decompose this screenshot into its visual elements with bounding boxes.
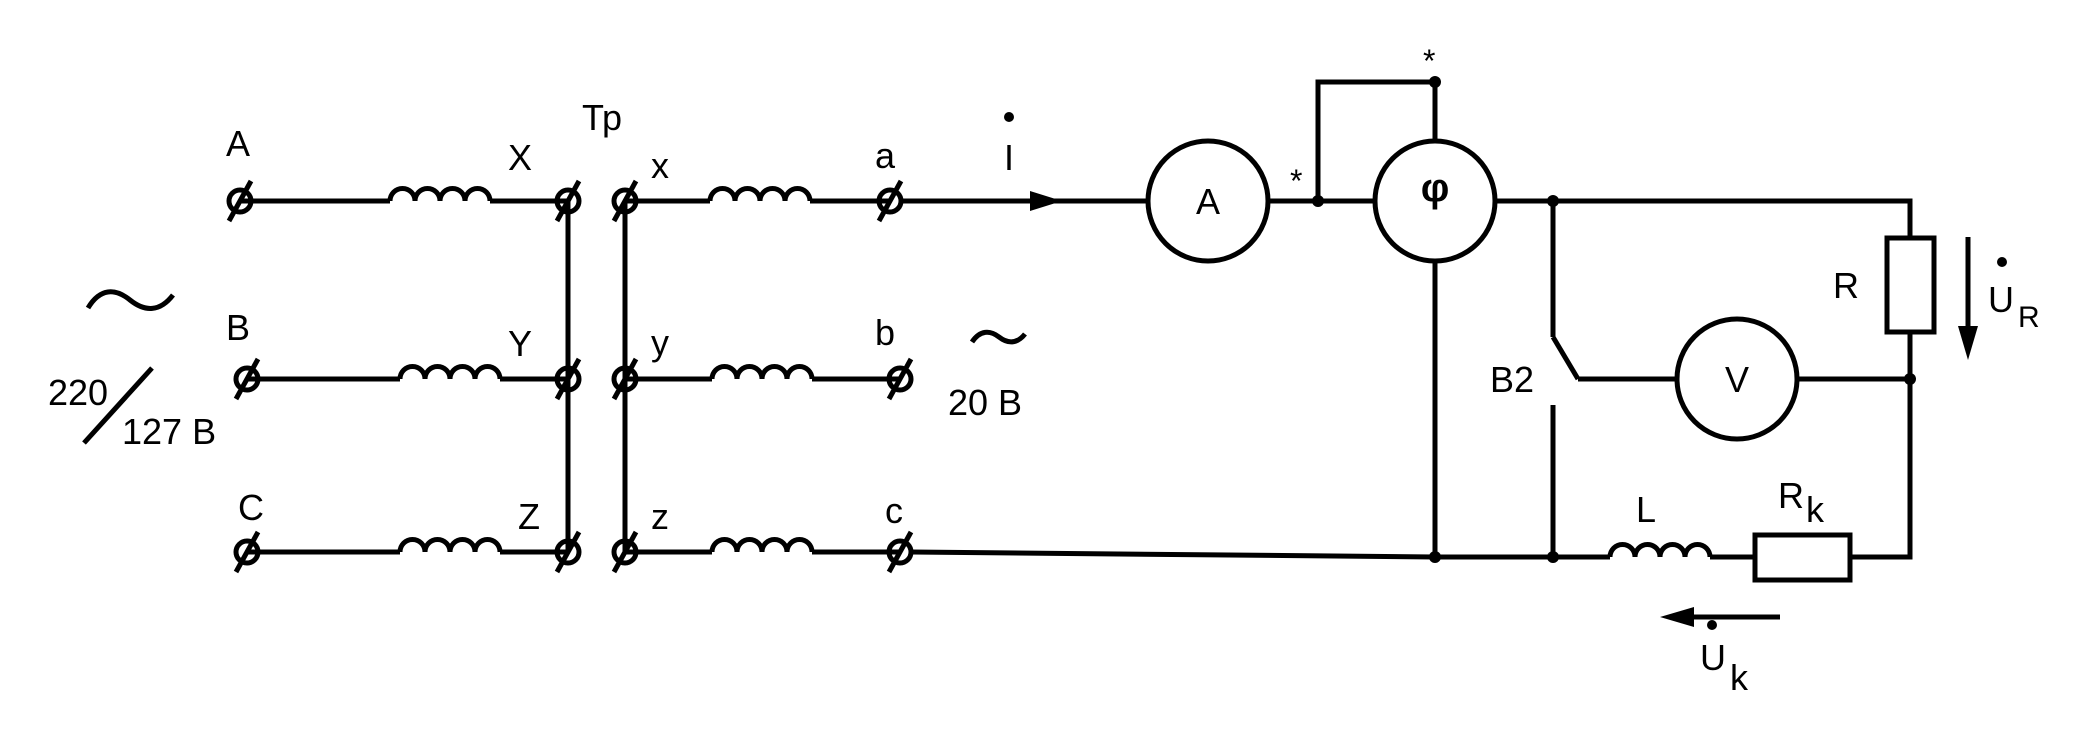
- label-C: C: [238, 487, 264, 528]
- rk-label-main: R: [1778, 475, 1804, 516]
- label-x: x: [651, 145, 669, 186]
- label-b: b: [875, 312, 895, 353]
- uk-phasor-dot: [1707, 620, 1717, 630]
- uk-label-main: U: [1700, 637, 1726, 678]
- terminal-z: [611, 530, 639, 574]
- label-z: z: [651, 496, 669, 537]
- label-Z: Z: [518, 496, 540, 537]
- phasemeter-voltage-loop: [1315, 79, 1438, 201]
- rk-label-sub: k: [1806, 489, 1825, 530]
- primary-winding-b: [247, 364, 568, 382]
- current-label: I: [1004, 137, 1014, 178]
- secondary-winding-b: [625, 364, 900, 382]
- phasemeter-label: φ: [1421, 166, 1450, 210]
- resistor-R: [1884, 235, 1937, 335]
- uk-arrow-head: [1660, 607, 1694, 627]
- label-B: B: [226, 307, 250, 348]
- label-A: A: [226, 123, 250, 164]
- terminal-Z: [554, 530, 582, 574]
- resistor-R-label: R: [1833, 265, 1859, 306]
- terminal-X: [554, 179, 582, 223]
- label-X: X: [508, 137, 532, 178]
- label-a: a: [875, 135, 896, 176]
- secondary-tilde-icon: [969, 329, 1027, 345]
- voltmeter-label: V: [1725, 359, 1749, 400]
- coil-L-label: L: [1636, 489, 1656, 530]
- ur-label-main: U: [1988, 279, 2014, 320]
- secondary-winding-a: [625, 186, 890, 204]
- uk-label-sub: k: [1730, 657, 1749, 698]
- label-y: y: [651, 322, 669, 363]
- terminal-y: [611, 357, 639, 401]
- source-tilde-icon: [85, 289, 175, 311]
- right-rail: [1850, 332, 1913, 560]
- terminal-b: [886, 357, 914, 401]
- ur-label-sub: R: [2018, 301, 2040, 334]
- ur-phasor-dot: [1997, 257, 2007, 267]
- label-c: c: [885, 490, 903, 531]
- terminal-A: [226, 179, 254, 223]
- ur-arrow-head: [1958, 326, 1978, 360]
- coil-L: [1607, 542, 1713, 558]
- top-rail: [1495, 198, 1913, 238]
- resistor-Rk: [1752, 532, 1853, 583]
- transformer-label: Тр: [582, 97, 622, 138]
- terminal-Y: [554, 357, 582, 401]
- primary-winding-c: [247, 537, 568, 555]
- ammeter-label: A: [1196, 181, 1220, 222]
- source-voltage-bottom: 127 В: [122, 411, 216, 452]
- secondary-voltage: 20 В: [948, 382, 1022, 423]
- phasemeter-mark-voltage: *: [1423, 43, 1435, 79]
- terminal-x: [611, 179, 639, 223]
- switch-label: В2: [1490, 359, 1534, 400]
- current-arrow: [1030, 191, 1062, 211]
- primary-winding-a: [240, 186, 568, 204]
- i-phasor-dot: [1004, 112, 1014, 122]
- voltage-ratio-slash: [82, 366, 154, 445]
- source-voltage-top: 220: [48, 372, 108, 413]
- junction-voltage-coil: [1429, 76, 1441, 88]
- terminal-C: [233, 530, 261, 574]
- terminal-B: [233, 357, 261, 401]
- switch-blade: [1550, 335, 1581, 381]
- label-Y: Y: [508, 323, 532, 364]
- bottom-rail: [910, 549, 1436, 560]
- secondary-winding-c: [625, 537, 900, 555]
- phasemeter-mark-current: *: [1290, 163, 1302, 199]
